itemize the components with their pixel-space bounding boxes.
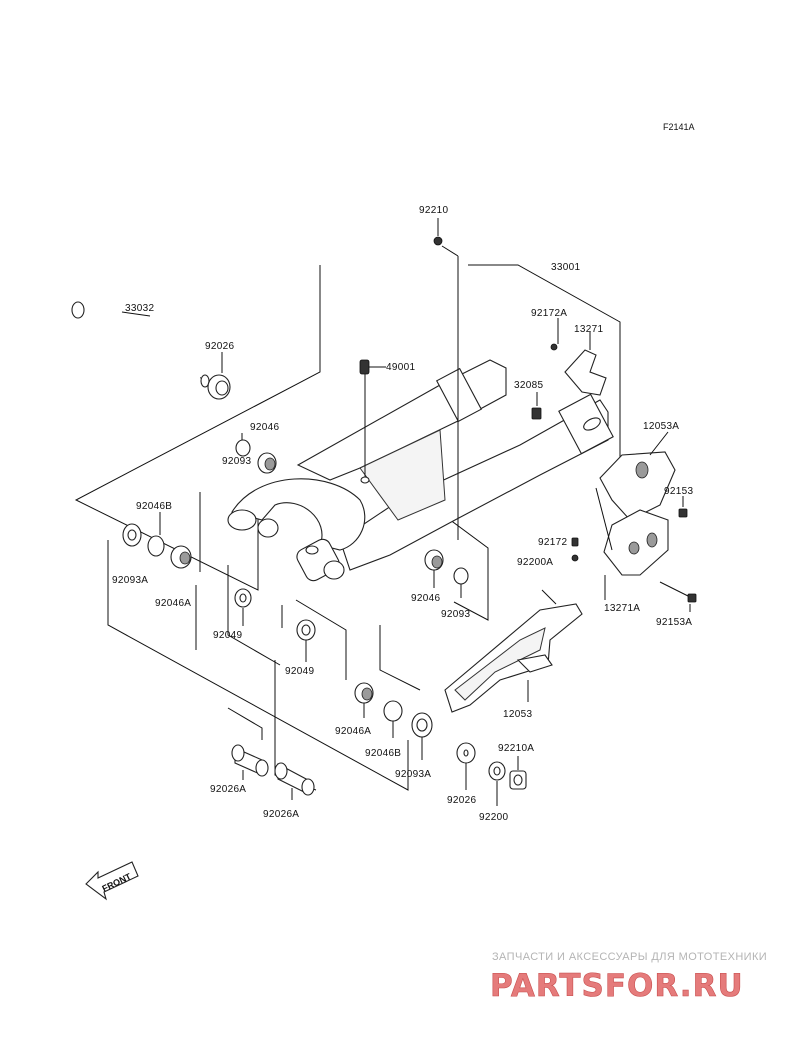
label-92046B-left: 92046B	[136, 501, 172, 512]
bolt-92210	[433, 218, 459, 540]
watermark-logo: PARTSFOR.RU	[490, 968, 744, 1004]
label-92046B-low: 92046B	[365, 748, 401, 759]
bearings-left-group	[122, 433, 277, 569]
collar-92026-top	[207, 374, 231, 400]
label-92049-left: 92049	[213, 630, 242, 641]
watermark-tagline: ЗАПЧАСТИ И АКСЕССУАРЫ ДЛЯ МОТОТЕХНИКИ	[492, 951, 767, 963]
label-92026A-b: 92026A	[263, 809, 299, 820]
bearings-low-group	[354, 682, 433, 760]
collars-92026A	[231, 744, 315, 800]
label-92210: 92210	[419, 205, 448, 216]
part-labels: 92210 33001 33032 92026 49001 92172A 132…	[112, 205, 693, 823]
grease-nipple-49001	[359, 359, 386, 484]
bearings-mid-group	[424, 549, 469, 598]
label-49001: 49001	[386, 362, 415, 373]
label-92046A-left: 92046A	[155, 598, 191, 609]
chain-slider-12053	[444, 589, 583, 713]
label-92210A: 92210A	[498, 743, 534, 754]
label-92153A: 92153A	[656, 617, 692, 628]
label-92093A-low: 92093A	[395, 769, 431, 780]
label-92172A: 92172A	[531, 308, 567, 319]
label-92026A-a: 92026A	[210, 784, 246, 795]
label-92046A-low: 92046A	[335, 726, 371, 737]
label-33001: 33001	[551, 262, 580, 273]
washers-bottom-right	[456, 742, 527, 806]
label-92172: 92172	[538, 537, 567, 548]
label-92093-top: 92093	[222, 456, 251, 467]
swingarm-33001	[227, 359, 614, 582]
label-92093A-left: 92093A	[112, 575, 148, 586]
label-92049-mid: 92049	[285, 666, 314, 677]
group-bracket-lines	[74, 264, 621, 791]
label-12053A: 12053A	[643, 421, 679, 432]
label-32085: 32085	[514, 380, 543, 391]
front-arrow-icon: FRONT	[85, 861, 139, 901]
pivot-shaft-33032	[71, 301, 210, 388]
chain-adjuster-13271	[550, 318, 607, 396]
label-13271A: 13271A	[604, 603, 640, 614]
label-92153: 92153	[664, 486, 693, 497]
label-33032: 33032	[125, 303, 154, 314]
label-92026-low: 92026	[447, 795, 476, 806]
bolt-92153	[678, 496, 688, 518]
diagram-code: F2141A	[663, 122, 695, 132]
label-92093-mid: 92093	[441, 609, 470, 620]
label-92046-mid: 92046	[411, 593, 440, 604]
label-92046-top: 92046	[250, 422, 279, 433]
bolt-92153A	[659, 581, 697, 612]
collars-92049	[234, 588, 316, 662]
label-92200: 92200	[479, 812, 508, 823]
watermark: ЗАПЧАСТИ И АКСЕССУАРЫ ДЛЯ МОТОТЕХНИКИ PA…	[490, 951, 767, 1004]
bolt-32085	[531, 392, 542, 420]
screw-92172	[571, 537, 579, 562]
chain-guide-12053A	[595, 431, 676, 576]
label-92026-top: 92026	[205, 341, 234, 352]
label-12053: 12053	[503, 709, 532, 720]
label-13271: 13271	[574, 324, 603, 335]
label-92200A: 92200A	[517, 557, 553, 568]
